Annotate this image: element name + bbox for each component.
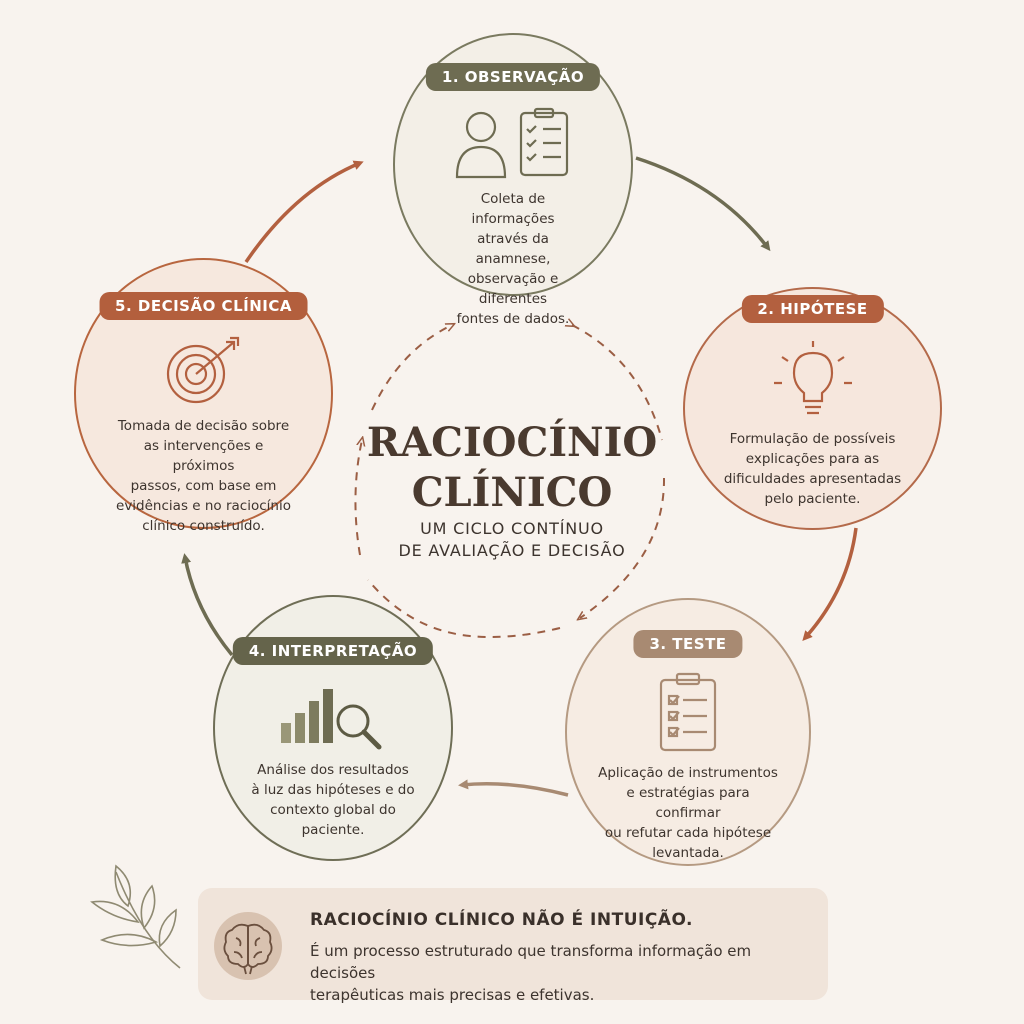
step-description: Formulação de possíveis explicações para… <box>723 431 902 507</box>
person-clipboard-icon <box>453 107 573 183</box>
step-decisao-clinica: 5. DECISÃO CLÍNICA Tomada de decisão sob… <box>74 258 333 534</box>
step-label: 5. DECISÃO CLÍNICA <box>99 292 308 320</box>
arrow-5-to-1 <box>244 160 364 263</box>
step-description: Tomada de decisão sobre as intervenções … <box>116 418 291 534</box>
arrow-4-to-5 <box>181 553 234 657</box>
bar-chart-magnifier-icon <box>279 683 387 757</box>
step-label: 2. HIPÓTESE <box>741 295 884 323</box>
step-interpretacao: 4. INTERPRETAÇÃO Análise dos resultados … <box>213 595 453 861</box>
note-title: RACIOCÍNIO CLÍNICO NÃO É INTUIÇÃO. <box>310 910 693 930</box>
lightbulb-icon <box>768 339 858 425</box>
target-arrow-icon <box>162 336 246 410</box>
arrow-3-to-4 <box>458 779 569 797</box>
center-subtitle: UM CICLO CONTÍNUO DE AVALIAÇÃO E DECISÃO <box>398 519 626 560</box>
step-description: Análise dos resultados à luz das hipótes… <box>251 762 415 838</box>
checklist-clipboard-icon <box>657 672 719 756</box>
arrow-2-to-3 <box>802 527 858 641</box>
inner-dashed-cycle <box>354 325 666 638</box>
center-title: RACIOCÍNIO CLÍNICO <box>366 419 658 516</box>
leaf-sprig-icon <box>72 858 192 982</box>
conclusion-note: RACIOCÍNIO CLÍNICO NÃO É INTUIÇÃO. É um … <box>198 888 828 1004</box>
step-label: 3. TESTE <box>633 630 743 658</box>
step-description: Aplicação de instrumentos e estratégias … <box>598 765 778 861</box>
step-observacao: 1. OBSERVAÇÃO Coleta de informações atra… <box>393 33 633 327</box>
step-hipotese: 2. HIPÓTESE Formulação de possíveis expl… <box>683 287 942 530</box>
note-text: É um processo estruturado que transforma… <box>310 942 752 1004</box>
arrow-1-to-2 <box>635 156 771 252</box>
step-teste: 3. TESTE Aplicação de instrumentos e est… <box>565 598 811 866</box>
step-label: 1. OBSERVAÇÃO <box>425 63 601 91</box>
step-description: Coleta de informações através da anamnes… <box>456 191 570 327</box>
step-label: 4. INTERPRETAÇÃO <box>232 637 434 665</box>
brain-icon <box>214 912 282 980</box>
